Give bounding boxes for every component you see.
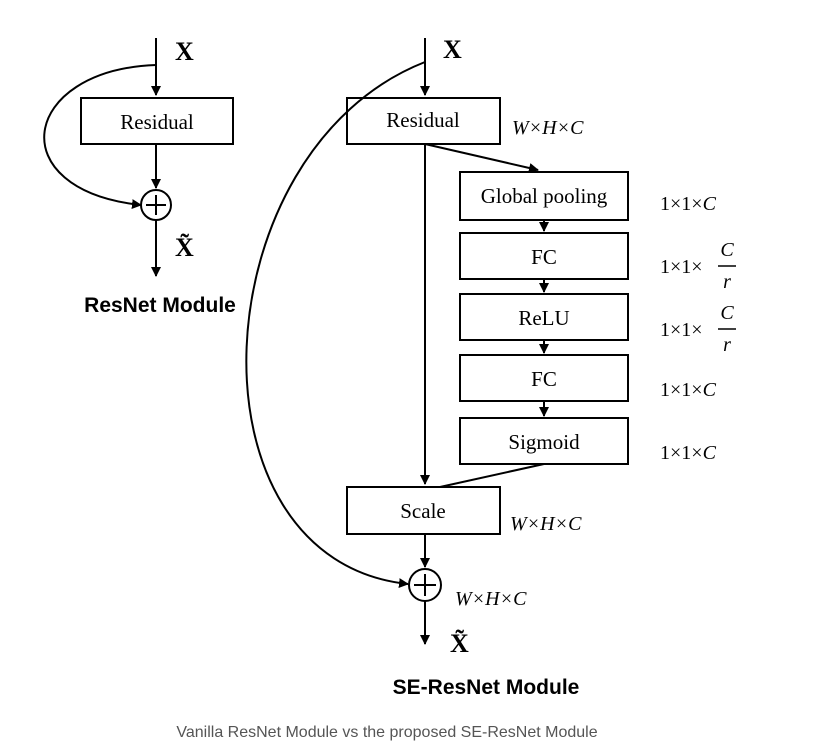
se-skip-connection bbox=[245, 61, 426, 589]
se-residual-box bbox=[346, 97, 501, 145]
global-pooling-label: Global pooling bbox=[481, 184, 608, 208]
se-residual-label: Residual bbox=[386, 108, 460, 132]
fc2-dim: 1×1×C bbox=[660, 379, 717, 401]
se-residual-dim: W×H×C bbox=[512, 117, 584, 139]
global-pooling-box bbox=[459, 171, 629, 221]
scale-box bbox=[346, 486, 501, 535]
fc1-dim-denominator: r bbox=[723, 271, 731, 293]
sigmoid-label: Sigmoid bbox=[508, 430, 580, 454]
fc2-box bbox=[459, 354, 629, 402]
resnet-input-label: X bbox=[175, 37, 194, 66]
fc1-label: FC bbox=[531, 245, 557, 269]
relu-dim-denominator: r bbox=[723, 334, 731, 356]
se-resnet-module: X Residual W×H×C Global pooling 1×1×C FC… bbox=[245, 35, 736, 699]
relu-dim-prefix: 1×1× bbox=[660, 319, 703, 341]
se-sum-dim: W×H×C bbox=[455, 588, 527, 610]
sigmoid-dim: 1×1×C bbox=[660, 442, 717, 464]
fc1-dim-numerator: C bbox=[720, 239, 734, 261]
scale-label: Scale bbox=[400, 499, 445, 523]
se-branch-arrow bbox=[424, 143, 539, 173]
sigmoid-box bbox=[459, 417, 629, 465]
figure-caption: Vanilla ResNet Module vs the proposed SE… bbox=[176, 724, 598, 741]
fc1-box bbox=[459, 232, 629, 280]
relu-box bbox=[459, 293, 629, 341]
resnet-output-label: X̃ bbox=[175, 233, 194, 262]
se-input-label: X bbox=[443, 35, 462, 64]
relu-dim-numerator: C bbox=[720, 302, 734, 324]
resnet-title: ResNet Module bbox=[84, 294, 236, 317]
scale-dim: W×H×C bbox=[510, 513, 582, 535]
sigmoid-to-scale-line bbox=[439, 463, 545, 488]
se-output-label: X̃ bbox=[450, 629, 469, 658]
se-resnet-title: SE-ResNet Module bbox=[393, 676, 580, 699]
relu-label: ReLU bbox=[518, 306, 569, 330]
resnet-skip-connection bbox=[43, 64, 157, 210]
global-pooling-dim: 1×1×C bbox=[660, 193, 717, 215]
resnet-residual-label: Residual bbox=[120, 110, 194, 134]
fc1-dim-prefix: 1×1× bbox=[660, 256, 703, 278]
fc2-label: FC bbox=[531, 367, 557, 391]
resnet-module: X Residual X̃ ResNet Module bbox=[43, 37, 236, 317]
